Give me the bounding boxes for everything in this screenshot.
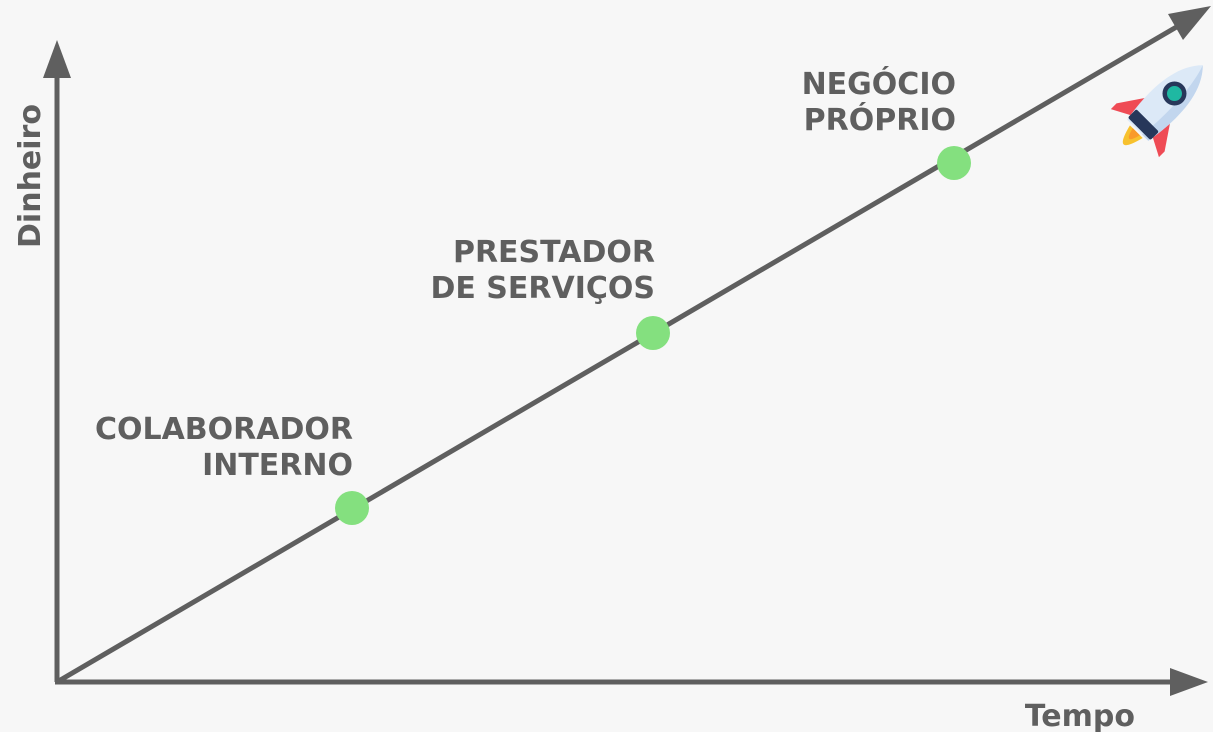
stage-label-line2: INTERNO (202, 448, 353, 483)
stage-label-line2: DE SERVIÇOS (430, 271, 655, 306)
stage-marker-colaborador (335, 491, 369, 525)
stage-label-line1: PRESTADOR (453, 235, 655, 270)
growth-line (55, 6, 1211, 685)
stage-label-negocio: NEGÓCIO PRÓPRIO (802, 65, 956, 138)
growth-line-arrowhead (1168, 6, 1211, 40)
x-axis-label: Tempo (1025, 699, 1135, 732)
stage-marker-negocio (937, 146, 971, 180)
x-axis (55, 668, 1208, 696)
stage-label-line1: COLABORADOR (95, 412, 353, 447)
x-axis-arrowhead (1170, 668, 1208, 696)
y-axis-arrowhead (43, 40, 71, 78)
rocket-icon (1110, 65, 1203, 158)
stage-label-line2: PRÓPRIO (804, 101, 956, 138)
stage-label-prestador: PRESTADOR DE SERVIÇOS (430, 235, 655, 306)
stage-marker-prestador (636, 316, 670, 350)
stage-label-line1: NEGÓCIO (802, 65, 956, 102)
y-axis-label: Dinheiro (13, 104, 48, 248)
y-axis (43, 40, 71, 682)
stage-label-colaborador: COLABORADOR INTERNO (95, 412, 353, 483)
